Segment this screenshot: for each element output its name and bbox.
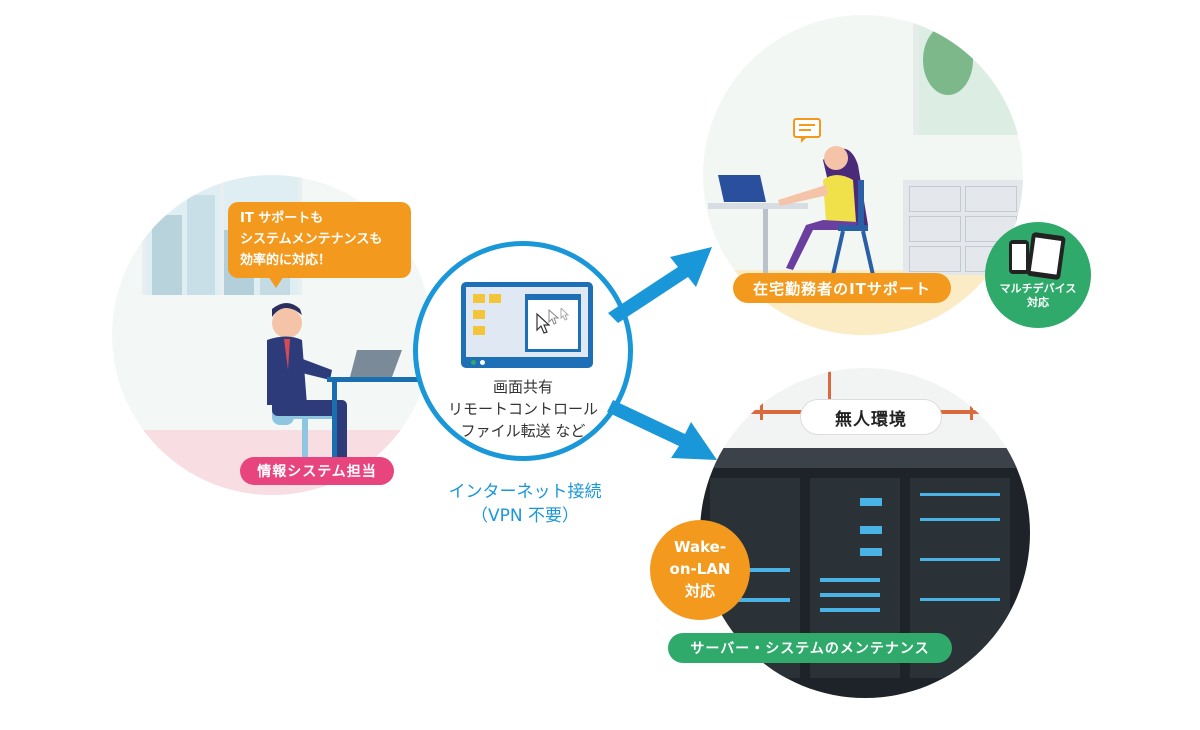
remote-worker-illustration: [708, 146, 875, 279]
monitor-icon: [461, 282, 593, 368]
arrow-right-icon: [607, 400, 717, 460]
connection-caption: インターネット接続: [448, 482, 602, 502]
left-speech-bubble: IT サポートも システムメンテナンスも 効率的に対応！: [228, 202, 411, 288]
arrow-right-icon: [608, 247, 712, 323]
wol-line: Wake-: [673, 538, 727, 556]
cursor-icon: [536, 308, 570, 334]
server-maintenance-label: サーバー・システムのメンテナンス: [668, 633, 952, 663]
office-worker-illustration: [267, 303, 432, 482]
connection-caption-note: （VPN 不要）: [470, 506, 579, 526]
it-staff-label: 情報システム担当: [240, 457, 394, 485]
feature-screen-share: 画面共有: [492, 378, 553, 396]
bubble-line: IT サポートも: [240, 211, 324, 226]
wol-line: on-LAN: [669, 560, 731, 578]
remote-work-support-label: 在宅勤務者のITサポート: [733, 273, 951, 303]
remote-tool-circle: 画面共有 リモートコントロール ファイル転送 など: [413, 241, 633, 461]
badge-line: 対応: [1027, 296, 1049, 309]
remote-worker-scene: [703, 15, 1023, 335]
feature-remote-control: リモートコントロール: [447, 400, 598, 418]
wake-on-lan-badge: Wake- on-LAN 対応: [650, 520, 750, 620]
bubble-line: システムメンテナンスも: [240, 232, 383, 247]
feature-file-transfer: ファイル転送 など: [460, 422, 586, 440]
unattended-banner: 無人環境: [800, 399, 942, 435]
speech-bubble-icon: [793, 118, 821, 143]
multi-device-badge: マルチデバイス 対応: [985, 222, 1091, 328]
window: [913, 15, 1023, 135]
wol-line: 対応: [684, 582, 715, 600]
tablet-phone-icon: [1009, 232, 1066, 280]
badge-line: マルチデバイス: [999, 282, 1077, 295]
bubble-line: 効率的に対応！: [240, 253, 332, 268]
